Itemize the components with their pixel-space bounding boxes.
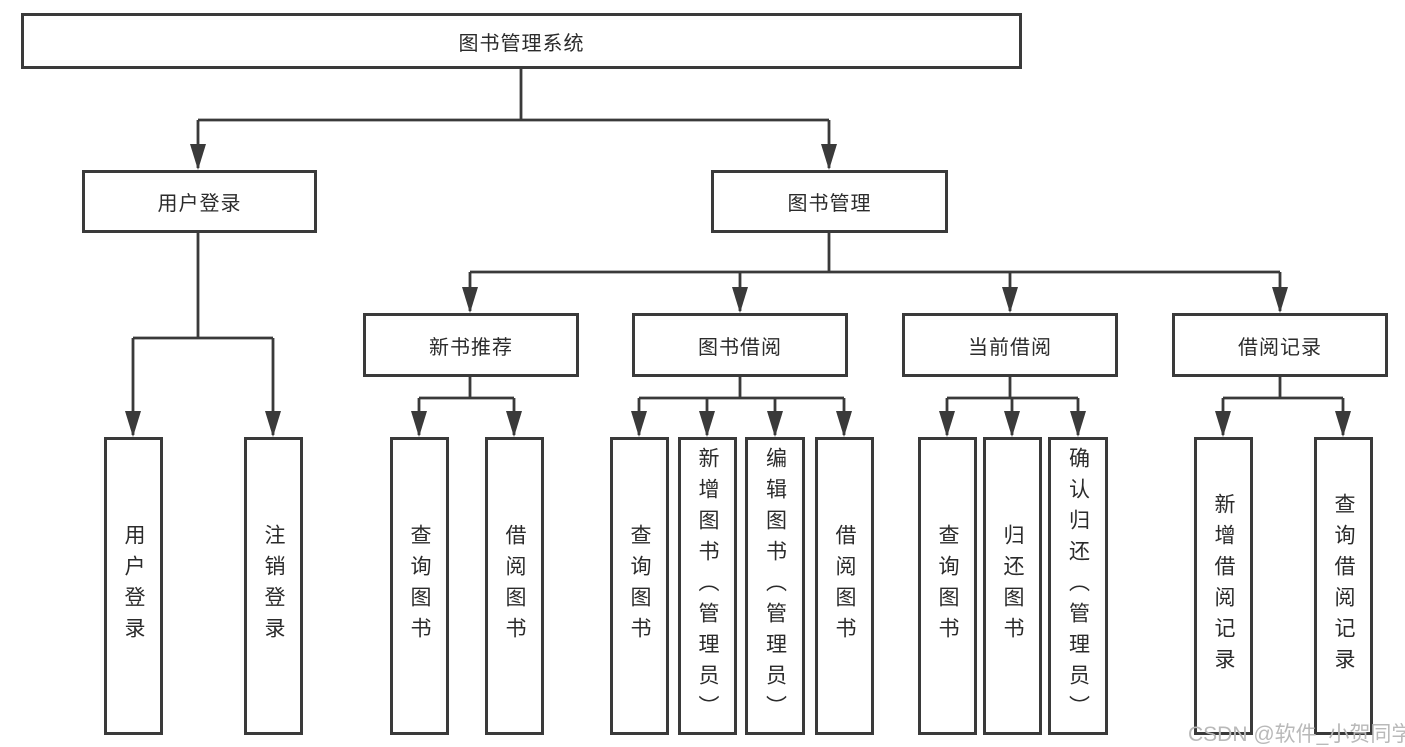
leaf-logout: 注销登录: [244, 437, 303, 735]
leaf-query-books-recommend: 查询图书: [390, 437, 449, 735]
leaf-query-books-borrow: 查询图书: [610, 437, 669, 735]
leaf-edit-books-admin: 编辑图书（管理员）: [745, 437, 805, 735]
connector-paths: [131, 69, 1345, 435]
leaf-query-borrow-record: 查询借阅记录: [1314, 437, 1373, 735]
leaf-confirm-return-admin: 确认归还（管理员）: [1048, 437, 1108, 735]
leaf-return-books: 归还图书: [983, 437, 1042, 735]
leaf-user-login: 用户登录: [104, 437, 163, 735]
leaf-query-books-current: 查询图书: [918, 437, 977, 735]
watermark-text: CSDN @软件_小贺同学: [1188, 723, 1405, 746]
leaf-borrow-books: 借阅图书: [815, 437, 874, 735]
leaf-add-borrow-record: 新增借阅记录: [1194, 437, 1253, 735]
leaf-add-books-admin: 新增图书（管理员）: [678, 437, 737, 735]
node-library-management-system: 图书管理系统: [21, 13, 1022, 69]
node-current-borrowing: 当前借阅: [902, 313, 1118, 377]
arrowheads: [125, 144, 1351, 437]
node-new-book-recommendation: 新书推荐: [363, 313, 579, 377]
node-user-login: 用户登录: [82, 170, 317, 233]
leaf-borrow-books-recommend: 借阅图书: [485, 437, 544, 735]
node-book-borrowing: 图书借阅: [632, 313, 848, 377]
node-book-management: 图书管理: [711, 170, 948, 233]
node-borrowing-records: 借阅记录: [1172, 313, 1388, 377]
